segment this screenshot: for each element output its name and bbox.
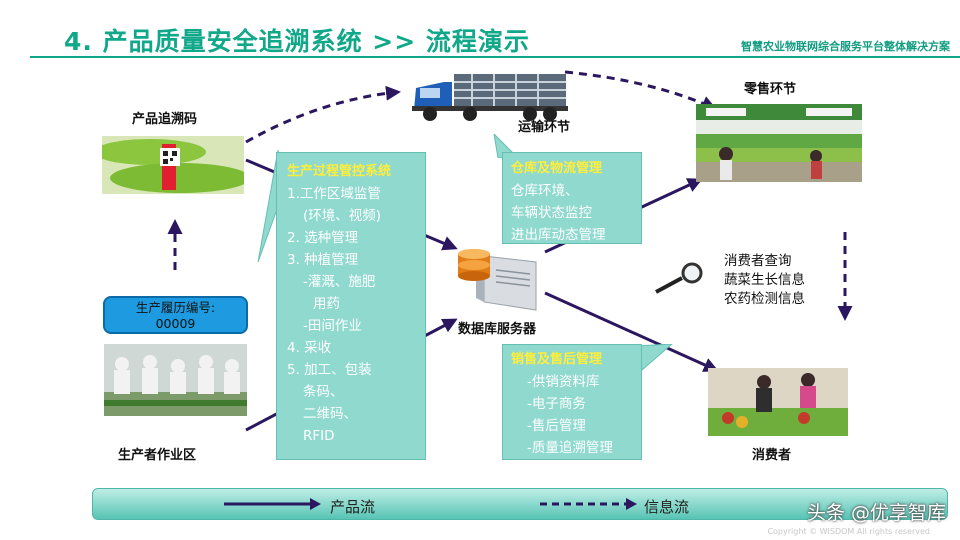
production-process-box: 生产过程管控系统 1.工作区域监管 (环境、视频) 2. 选种管理 3. 种植管… xyxy=(276,152,426,460)
consumer-query-item: 蔬菜生长信息 xyxy=(724,272,805,288)
sales-item: -电子商务 xyxy=(527,396,586,412)
warehouse-logistics-box: 仓库及物流管理 仓库环境、 车辆状态监控 进出库动态管理 xyxy=(502,152,642,244)
info-arrow-transport-to-retail xyxy=(564,70,717,111)
production-item: -灌溉、施肥 xyxy=(303,274,376,290)
trace-code-photo xyxy=(102,136,244,194)
label-transport: 运输环节 xyxy=(518,120,571,135)
warehouse-item: 仓库环境、 xyxy=(511,183,579,199)
legend-info-arrow xyxy=(540,498,637,510)
consumer-query-item: 农药检测信息 xyxy=(724,291,805,307)
warehouse-item: 进出库动态管理 xyxy=(511,227,606,243)
production-item: 5. 加工、包装 xyxy=(287,362,372,378)
label-consumer: 消费者 xyxy=(752,448,792,463)
legend-product-arrow xyxy=(224,498,321,510)
legend-bar xyxy=(92,488,948,520)
production-item: -田间作业 xyxy=(303,318,362,334)
producer-workarea-photo xyxy=(104,344,247,416)
info-arrow-trace-to-transport xyxy=(245,85,401,144)
title-divider xyxy=(30,56,960,58)
database-server-icon xyxy=(456,240,540,314)
magnifier-icon xyxy=(655,262,703,294)
sales-box-head: 销售及售后管理 xyxy=(511,352,603,367)
truck-icon xyxy=(410,68,570,124)
production-item: 用药 xyxy=(313,296,340,312)
consumer-query-info: 消费者查询 蔬菜生长信息 农药检测信息 xyxy=(724,252,805,309)
label-producer: 生产者作业区 xyxy=(118,448,197,463)
production-item: 2. 选种管理 xyxy=(287,230,359,246)
sales-item: -质量追溯管理 xyxy=(527,440,613,456)
sales-service-box: 销售及售后管理 -供销资料库 -电子商务 -售后管理 -质量追溯管理 xyxy=(502,344,642,460)
production-item: 3. 种植管理 xyxy=(287,252,359,268)
production-item: 二维码、 xyxy=(303,406,357,422)
retail-store-photo xyxy=(696,104,862,182)
label-retail: 零售环节 xyxy=(744,82,797,97)
warehouse-box-head: 仓库及物流管理 xyxy=(511,161,603,176)
production-item: RFID xyxy=(303,428,335,444)
product-arrow-db-to-consumer xyxy=(544,291,719,372)
production-item: 1.工作区域监管 xyxy=(287,186,381,202)
production-box-head: 生产过程管控系统 xyxy=(287,164,392,179)
warehouse-item: 车辆状态监控 xyxy=(511,205,592,221)
sales-item: -售后管理 xyxy=(527,418,586,434)
watermark: 头条 @优享智库 xyxy=(806,502,946,524)
production-item: 条码、 xyxy=(303,384,344,400)
label-database: 数据库服务器 xyxy=(458,322,537,337)
page-title: 4. 产品质量安全追溯系统 >> 流程演示 xyxy=(64,27,530,56)
copyright: Copyright © WISDOM All rights reserved xyxy=(767,527,930,536)
page-subtitle: 智慧农业物联网综合服务平台整体解决方案 xyxy=(741,40,950,53)
consumer-query-item: 消费者查询 xyxy=(724,253,792,269)
sales-item: -供销资料库 xyxy=(527,374,600,390)
production-item: 4. 采收 xyxy=(287,340,332,356)
legend-product-flow: 产品流 xyxy=(330,498,376,516)
sales-box-pointer xyxy=(636,344,673,371)
badge-value: 00009 xyxy=(155,316,196,331)
production-history-badge: 生产履历编号: 00009 xyxy=(103,296,248,334)
production-item: (环境、视频) xyxy=(303,208,382,224)
label-trace-code: 产品追溯码 xyxy=(132,112,198,127)
badge-label: 生产履历编号: xyxy=(135,300,216,315)
consumer-photo xyxy=(708,368,848,436)
legend-info-flow: 信息流 xyxy=(644,498,690,516)
